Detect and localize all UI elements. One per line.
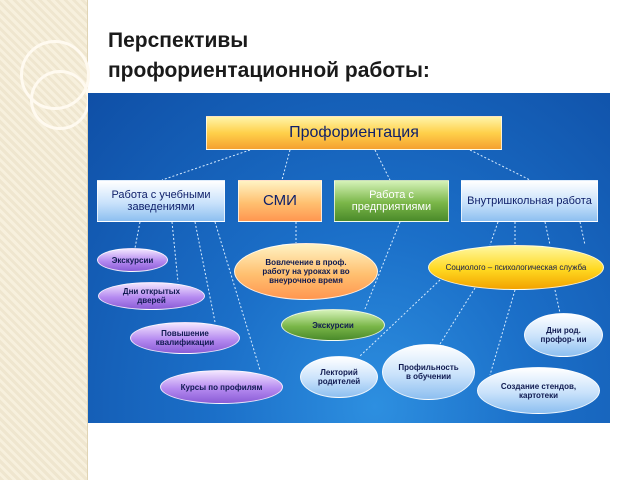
- ellipse-involvement: Вовлечение в проф. работу на уроках и во…: [234, 243, 378, 300]
- box-enterprises: Работа с предприятиями: [334, 180, 449, 222]
- slide-title: Перспективы профориентационной работы:: [108, 26, 430, 86]
- ellipse-courses: Курсы по профилям: [160, 370, 283, 404]
- title-line-2: профориентационной работы:: [108, 59, 430, 82]
- ellipse-parent-lectures: Лекторий родителей: [300, 356, 378, 398]
- root-box: Профориентация: [206, 116, 502, 150]
- ellipse-stands: Создание стендов, картотеки: [477, 367, 600, 414]
- ellipse-parents-days: Дни род. профор- ии: [524, 313, 603, 357]
- ellipse-qualification: Повышение квалификации: [130, 322, 240, 354]
- ellipse-excursions-enterprise: Экскурсии: [281, 309, 385, 341]
- box-media: СМИ: [238, 180, 322, 222]
- ellipse-excursions: Экскурсии: [97, 248, 168, 272]
- box-educational-institutions: Работа с учебными заведениями: [97, 180, 225, 222]
- title-line-1: Перспективы: [108, 29, 249, 52]
- ellipse-open-days: Дни открытых дверей: [98, 282, 205, 310]
- box-in-school: Внутришкольная работа: [461, 180, 598, 222]
- ellipse-socio-psych-service: Социолого – психологическая служба: [428, 245, 604, 290]
- ellipse-profile-education: Профильность в обучении: [382, 344, 475, 400]
